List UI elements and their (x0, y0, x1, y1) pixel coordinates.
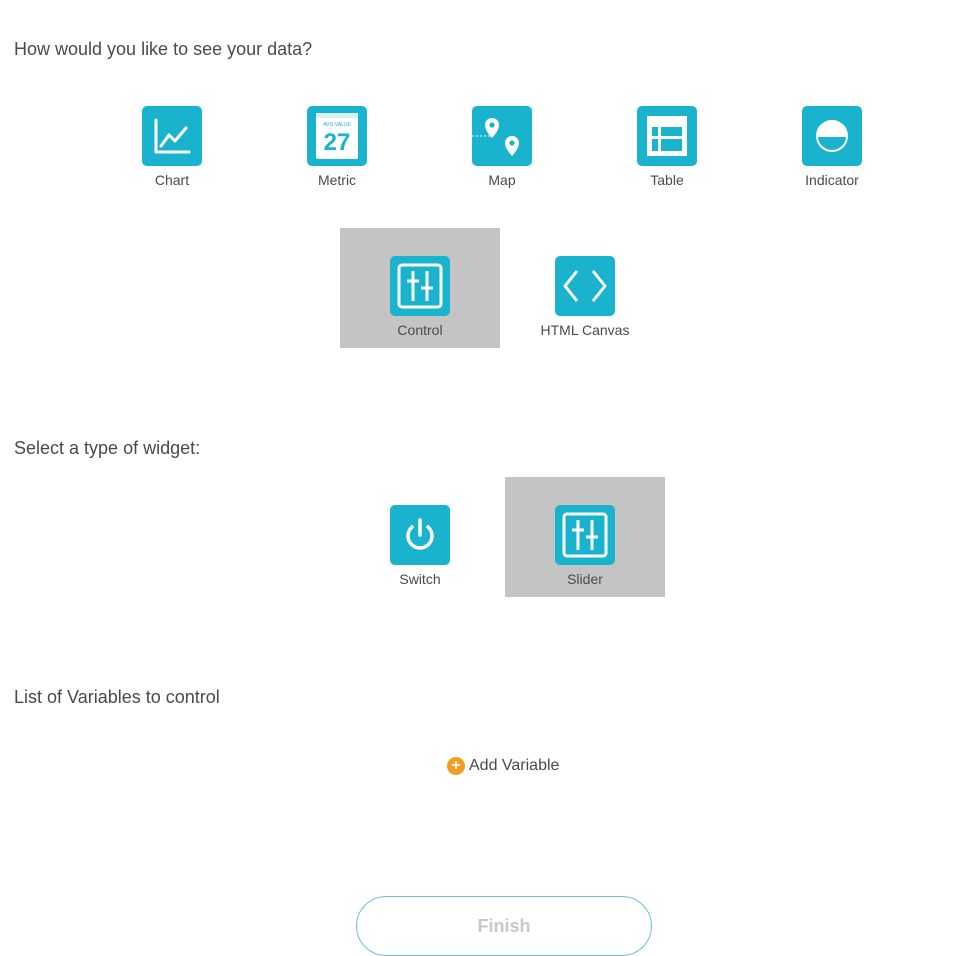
data-view-control[interactable]: Control (340, 228, 500, 348)
data-view-label: Metric (317, 172, 357, 188)
widget-type-label: Switch (399, 571, 441, 587)
data-view-heading: How would you like to see your data? (14, 39, 313, 59)
data-view-label: Chart (154, 172, 190, 188)
variables-heading: List of Variables to control (14, 687, 220, 707)
finish-button[interactable]: Finish (356, 896, 652, 956)
metric-caption: AVG VALUE (323, 122, 351, 128)
metric-calendar-icon: AVG VALUE 27 (307, 106, 367, 166)
plus-circle-icon: + (447, 757, 465, 775)
data-view-label: Indicator (805, 172, 859, 188)
data-view-label: HTML Canvas (540, 322, 630, 338)
data-view-label: Map (488, 172, 516, 188)
code-brackets-icon (555, 256, 615, 316)
data-view-map[interactable]: Map (422, 78, 582, 198)
data-view-table[interactable]: Table (587, 78, 747, 198)
sliders-icon (555, 505, 615, 565)
data-view-label: Control (397, 322, 443, 338)
widget-type-label: Slider (567, 571, 603, 587)
data-view-html-canvas[interactable]: HTML Canvas (505, 228, 665, 348)
indicator-icon (802, 106, 862, 166)
power-icon (390, 505, 450, 565)
widget-type-switch[interactable]: Switch (340, 477, 500, 597)
metric-number: 27 (324, 129, 351, 156)
table-icon (637, 106, 697, 166)
map-pin-icon (472, 106, 532, 166)
chart-icon (142, 106, 202, 166)
widget-type-heading: Select a type of widget: (14, 438, 201, 458)
data-view-label: Table (650, 172, 684, 188)
add-variable-label: Add Variable (469, 757, 560, 774)
widget-type-slider[interactable]: Slider (505, 477, 665, 597)
data-view-chart[interactable]: Chart (92, 78, 252, 198)
data-view-indicator[interactable]: Indicator (752, 78, 912, 198)
sliders-icon (390, 256, 450, 316)
data-view-metric[interactable]: AVG VALUE 27 Metric (257, 78, 417, 198)
add-variable-button[interactable]: + Add Variable (447, 756, 559, 776)
